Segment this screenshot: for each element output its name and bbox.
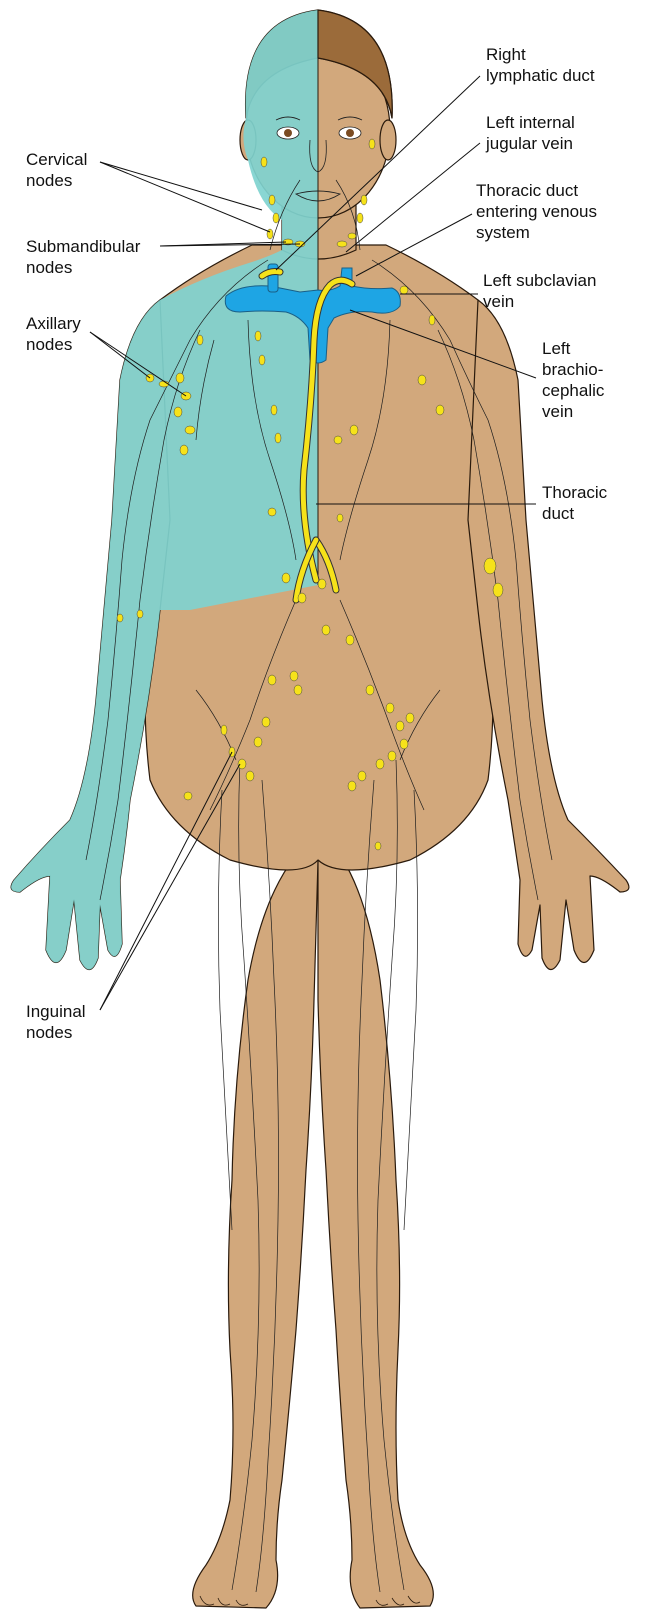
right-leg [193,858,318,1608]
label-right-lymphatic-duct: Right lymphatic duct [486,44,595,86]
label-thoracic-duct-entering: Thoracic duct entering venous system [476,180,597,243]
label-left-internal-jugular-vein: Left internal jugular vein [486,112,575,154]
label-axillary-nodes: Axillary nodes [26,313,81,355]
label-left-subclavian-vein: Left subclavian vein [483,270,596,312]
label-left-brachiocephalic-vein: Left brachio- cephalic vein [542,338,604,422]
left-leg [318,858,433,1608]
label-submandibular-nodes: Submandibular nodes [26,236,140,278]
label-thoracic-duct: Thoracic duct [542,482,607,524]
label-cervical-nodes: Cervical nodes [26,149,87,191]
left-ear [380,120,396,160]
label-inguinal-nodes: Inguinal nodes [26,1001,86,1043]
